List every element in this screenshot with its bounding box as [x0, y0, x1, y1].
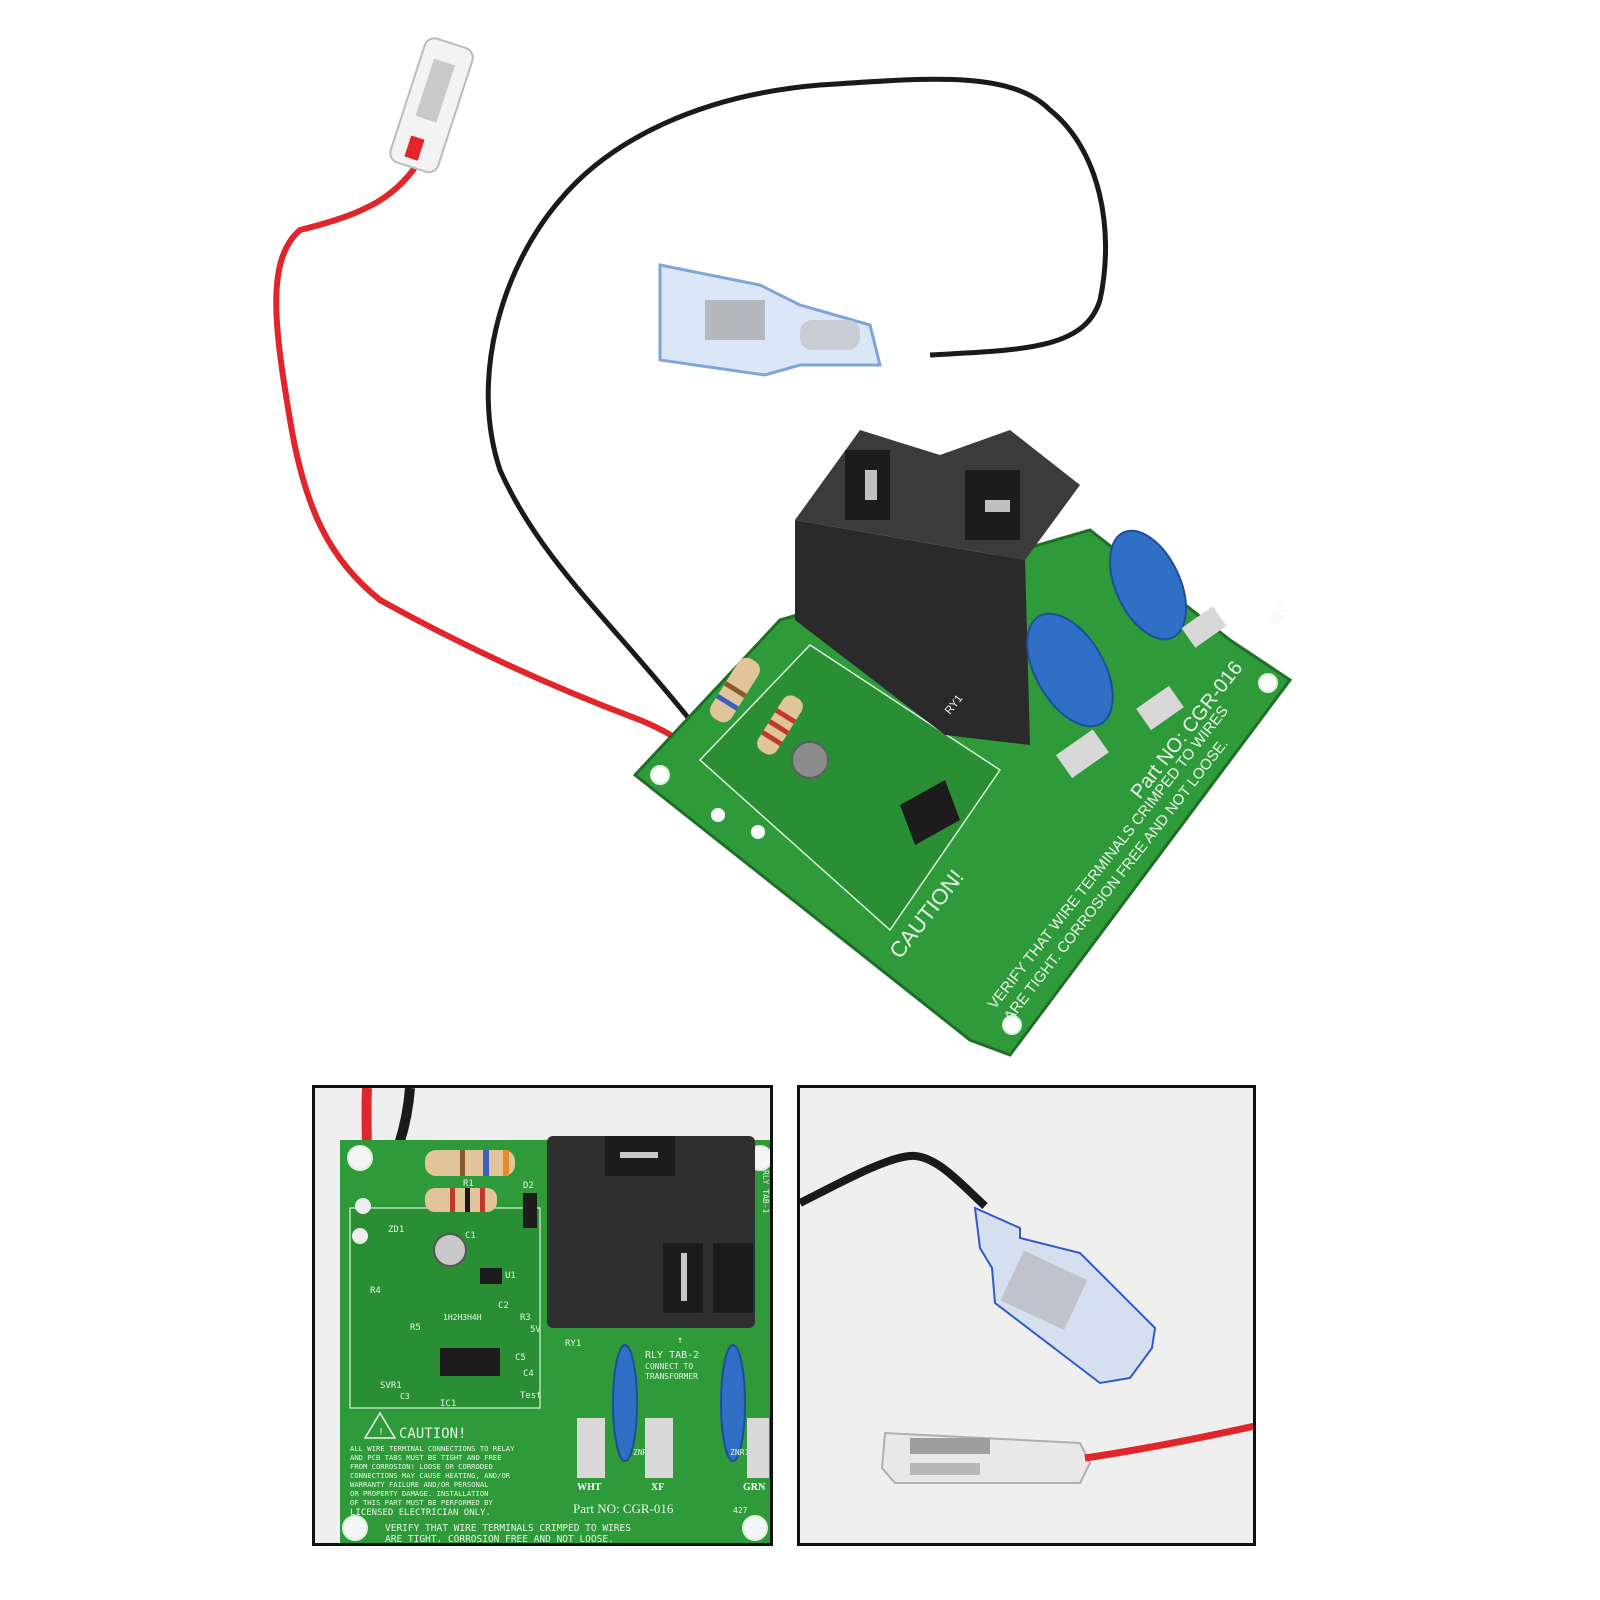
blue-female-terminal: [658, 263, 882, 377]
ic1-chip: [900, 780, 960, 845]
red-wire: [273, 158, 721, 816]
part-number: Part NO: CGR-016: [573, 1501, 674, 1516]
label-grn: GRN: [743, 1482, 766, 1493]
label-r4: R4: [370, 1286, 381, 1296]
svg-text:FROM CORROSION! LOOSE OR CORRO: FROM CORROSION! LOOSE OR CORRODED: [350, 1462, 493, 1471]
varistor-znr1: [1109, 529, 1187, 641]
electrolytic-capacitor: [791, 741, 829, 779]
varistor-znr2: [1026, 612, 1114, 728]
label-svr1: SVR1: [380, 1381, 402, 1391]
ic1-chip: [440, 1348, 500, 1376]
resistor-r1: [425, 1150, 515, 1176]
mount-hole: [742, 1515, 768, 1541]
relay-ry1: [795, 430, 1080, 745]
label-c5: C5: [515, 1353, 526, 1363]
main-board-code: 427: [1265, 600, 1292, 628]
board-code: 427: [733, 1506, 748, 1515]
label-c1: C1: [465, 1231, 476, 1241]
label-5v: 5V: [530, 1325, 541, 1335]
rly-tab1-line-1: RLY TAB-1: [761, 1170, 770, 1214]
resistor-r2: [425, 1188, 497, 1212]
warning-triangle-icon: [363, 1411, 397, 1439]
blue-female-terminal: [973, 1206, 1157, 1385]
svg-text:AND PCB TABS MUST BE TIGHT AND: AND PCB TABS MUST BE TIGHT AND FREE: [350, 1453, 501, 1462]
label-r1: R1: [463, 1179, 474, 1189]
varistor-znr2: [612, 1344, 638, 1462]
inset-connector-closeup: [797, 1085, 1256, 1546]
resistor-r1: [710, 657, 760, 723]
label-c2: C2: [498, 1301, 509, 1311]
terminal-wht: [1055, 729, 1109, 779]
svg-text:LICENSED ELECTRICIAN ONLY.: LICENSED ELECTRICIAN ONLY.: [350, 1508, 491, 1518]
exclamation-icon: !: [378, 1427, 384, 1438]
label-zd1: ZD1: [388, 1225, 404, 1235]
red-wire: [1084, 1422, 1253, 1462]
solder-pad: [751, 825, 765, 839]
terminal-grn: [1181, 606, 1227, 648]
label-r3: R3: [520, 1313, 531, 1323]
electrolytic-capacitor: [433, 1233, 467, 1267]
svg-text:OF THIS PART MUST BE PERFORMED: OF THIS PART MUST BE PERFORMED BY: [350, 1498, 493, 1507]
mount-hole: [347, 1145, 373, 1171]
caution-title: CAUTION!: [399, 1426, 466, 1442]
solder-pad: [711, 808, 725, 822]
rly-tab2-line-1: RLY TAB-2: [645, 1350, 699, 1361]
inset-board-closeup: R1 D2 ZD1 C1 U1 R4 R5 C2 R3 5V 1H2H3H4H …: [312, 1085, 773, 1546]
rly-tab2-line-3: TRANSFORMER: [645, 1372, 698, 1381]
mount-hole: [1002, 1015, 1022, 1035]
solder-pad-red: [355, 1198, 371, 1214]
label-wht: WHT: [577, 1482, 602, 1493]
solder-pad-black: [352, 1228, 368, 1244]
diode-d2: [523, 1193, 537, 1228]
svg-text:CONNECTIONS MAY CAUSE HEATING,: CONNECTIONS MAY CAUSE HEATING, AND/OR: [350, 1471, 511, 1480]
relay-board-illustration: CAUTION! VERIFY THAT WIRE TERMINALS CRIM…: [273, 37, 1292, 1057]
mount-hole: [650, 765, 670, 785]
label-c3: C3: [400, 1392, 410, 1401]
label-u1: U1: [505, 1271, 516, 1281]
mount-hole: [1258, 673, 1278, 693]
label-ic1: IC1: [440, 1399, 456, 1409]
arrow-up-icon: ↑: [677, 1335, 683, 1346]
verify-line-1: VERIFY THAT WIRE TERMINALS CRIMPED TO WI…: [385, 1523, 631, 1534]
label-d2: D2: [523, 1181, 534, 1191]
caution-body: ALL WIRE TERMINAL CONNECTIONS TO RELAY A…: [350, 1444, 515, 1518]
clear-male-terminal: [880, 1431, 1092, 1484]
black-wire: [485, 76, 1109, 833]
terminal-grn: [747, 1418, 769, 1478]
clear-male-terminal: [389, 37, 474, 174]
black-wire: [800, 1151, 988, 1209]
label-headers: 1H2H3H4H: [443, 1313, 482, 1322]
svg-text:ALL WIRE TERMINAL CONNECTIONS: ALL WIRE TERMINAL CONNECTIONS TO RELAY: [350, 1444, 515, 1453]
resistor-r2: [757, 695, 803, 755]
label-r5: R5: [410, 1323, 421, 1333]
terminal-wht: [577, 1418, 605, 1478]
label-xf: XF: [651, 1482, 664, 1493]
svg-text:WARRANTY FAILURE AND/OR PERSON: WARRANTY FAILURE AND/OR PERSONAL: [350, 1480, 488, 1489]
label-znr2: ZNR2: [633, 1448, 652, 1457]
u1-regulator: [480, 1268, 502, 1284]
product-photo-main: CAUTION! VERIFY THAT WIRE TERMINALS CRIM…: [273, 37, 1292, 1057]
svg-text:OR PROPERTY DAMAGE. INSTALLATI: OR PROPERTY DAMAGE. INSTALLATION: [350, 1489, 488, 1498]
label-c4: C4: [523, 1369, 534, 1379]
terminal-xf: [1136, 685, 1184, 731]
label-ry1: RY1: [565, 1339, 581, 1349]
label-znr1: ZNR1: [730, 1448, 749, 1457]
label-test: Test: [520, 1391, 542, 1401]
verify-line-2: ARE TIGHT. CORROSION FREE AND NOT LOOSE.: [385, 1534, 614, 1543]
varistor-znr1: [720, 1344, 746, 1462]
rly-tab2-line-2: CONNECT TO: [645, 1362, 693, 1371]
relay-ry1: [547, 1136, 755, 1328]
mount-hole: [342, 1515, 368, 1541]
terminal-xf: [645, 1418, 673, 1478]
